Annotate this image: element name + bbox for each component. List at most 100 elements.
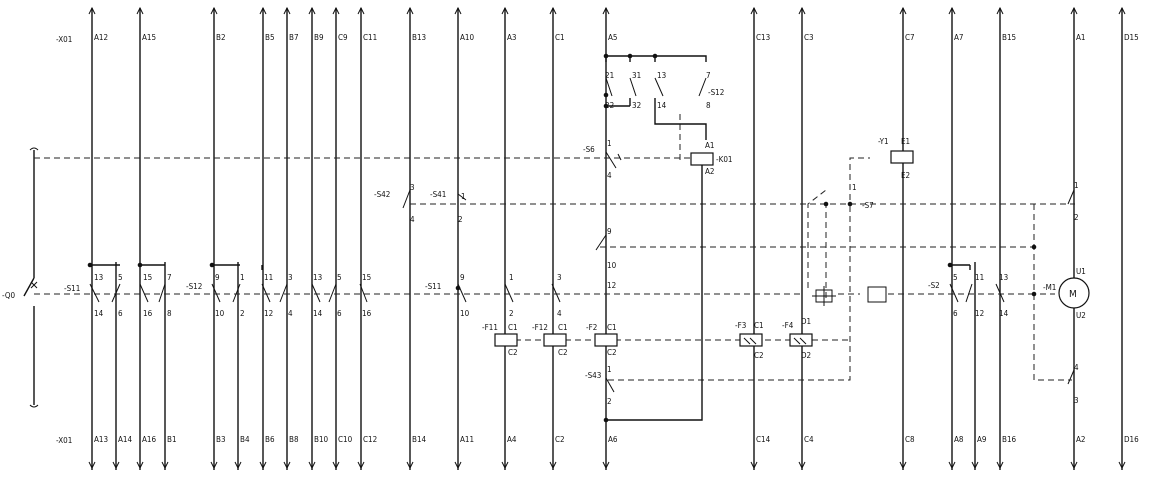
sblk-c1: 11 xyxy=(264,273,273,282)
s2-c1: 5 xyxy=(953,273,958,282)
top-terminal-arrow xyxy=(283,6,291,15)
f12-coil xyxy=(543,333,567,347)
s12b-c6: 14 xyxy=(657,101,667,110)
s12-c2: 10 xyxy=(215,309,225,318)
column-bottom-label: C10 xyxy=(338,435,353,444)
bottom-terminal-arrow xyxy=(798,461,806,470)
column-bottom-label: B1 xyxy=(167,435,177,444)
s11-c7: 7 xyxy=(167,273,172,282)
s11b-c6: 4 xyxy=(557,309,562,318)
f4-coil xyxy=(789,333,813,347)
motor-u2: U2 xyxy=(1076,311,1086,320)
top-terminal-arrow xyxy=(549,6,557,15)
top-terminal-arrow xyxy=(948,6,956,15)
s11-c3: 5 xyxy=(118,273,123,282)
column-bottom-label: B3 xyxy=(216,435,226,444)
s12b-c4: 32 xyxy=(632,101,641,110)
column-top-label: C9 xyxy=(338,33,348,42)
bottom-terminal-arrow xyxy=(971,461,979,470)
y1-e2: E2 xyxy=(901,171,910,180)
bottom-terminal-arrow xyxy=(750,461,758,470)
s43-c1: 1 xyxy=(607,365,612,374)
top-terminal-arrow xyxy=(357,6,365,15)
column-top-label: B5 xyxy=(265,33,275,42)
column-bottom-label: C4 xyxy=(804,435,814,444)
column-bottom-label: B6 xyxy=(265,435,275,444)
s12b-c5: 13 xyxy=(657,71,666,80)
s43-label: -S43 xyxy=(585,371,601,380)
s5-c2: 10 xyxy=(607,261,617,270)
column-bottom-label: B8 xyxy=(289,435,299,444)
bottom-terminal-arrow xyxy=(161,461,169,470)
s6-c1: 1 xyxy=(607,139,612,148)
s5-c3: 12 xyxy=(607,281,616,290)
s11b-c1: 9 xyxy=(460,273,465,282)
s41-c2: 2 xyxy=(458,215,463,224)
column-bottom-label: C8 xyxy=(905,435,915,444)
column-bottom-label: A4 xyxy=(507,435,517,444)
s11-label-left: -S11 xyxy=(64,284,80,293)
column-top-label: C1 xyxy=(555,33,565,42)
switch-s2: -S2 5 6 11 12 13 14 xyxy=(928,262,1009,318)
f2-c2: C2 xyxy=(607,348,617,357)
f11-coil xyxy=(494,333,518,347)
s12b-label: -S12 xyxy=(708,88,724,97)
column-top-label: C11 xyxy=(363,33,377,42)
top-terminal-arrow xyxy=(996,6,1004,15)
column-bottom-label: A9 xyxy=(977,435,987,444)
s12-c4: 2 xyxy=(240,309,245,318)
main-switch-q0: -Q0 xyxy=(2,147,39,408)
bottom-terminal-arrow xyxy=(501,461,509,470)
f3-label: -F3 xyxy=(735,321,746,330)
sblk-c3: 3 xyxy=(288,273,293,282)
f2-c1: C1 xyxy=(607,323,617,332)
bottom-terminal-arrow xyxy=(112,461,120,470)
s7-c1: 1 xyxy=(1074,181,1079,190)
k01-coil xyxy=(690,152,714,166)
bottom-terminal-arrow xyxy=(234,461,242,470)
f11-label: -F11 xyxy=(482,323,498,332)
f4-label: -F4 xyxy=(782,321,794,330)
s41-c1: 1 xyxy=(461,192,466,201)
column-bottom-label: B14 xyxy=(412,435,427,444)
bottom-terminal-arrow xyxy=(406,461,414,470)
control-column-a5: 21 22 31 32 13 14 7 8 -S12 A1 A2 -K01 -S… xyxy=(583,53,732,423)
valve-y1: -Y1 E1 E2 1 -S7 xyxy=(852,137,914,210)
s2-c6: 14 xyxy=(999,309,1009,318)
s2-c3: 11 xyxy=(975,273,984,282)
column-top-label: B15 xyxy=(1002,33,1016,42)
s11-c8: 8 xyxy=(167,309,172,318)
top-terminal-arrow xyxy=(1070,6,1078,15)
bottom-terminal-arrow xyxy=(948,461,956,470)
f11-c2: C2 xyxy=(508,348,518,357)
aux-label-2: -S7 xyxy=(862,201,874,210)
column-bottom-label: A2 xyxy=(1076,435,1086,444)
s6-c2: 4 xyxy=(607,171,612,180)
s7-c2: 2 xyxy=(1074,213,1079,222)
top-terminal-arrow xyxy=(210,6,218,15)
column-bottom-label: C12 xyxy=(363,435,377,444)
column-top-label: C3 xyxy=(804,33,814,42)
y1-e1: E1 xyxy=(901,137,910,146)
top-terminal-arrow xyxy=(798,6,806,15)
s7-c3: 4 xyxy=(1074,363,1079,372)
s11-c5: 15 xyxy=(143,273,152,282)
s12-label-left: -S12 xyxy=(186,282,202,291)
sblk-c10: 16 xyxy=(362,309,372,318)
sblk-c9: 15 xyxy=(362,273,371,282)
bottom-terminal-arrow xyxy=(1070,461,1078,470)
s11-c1: 13 xyxy=(94,273,103,282)
s42-c1: 3 xyxy=(410,183,415,192)
sblk-c6: 14 xyxy=(313,309,323,318)
s11b-c4: 2 xyxy=(509,309,514,318)
f3-c1: C1 xyxy=(754,321,764,330)
s5-c1: 9 xyxy=(607,227,612,236)
top-terminal-arrow xyxy=(750,6,758,15)
k01-label: -K01 xyxy=(716,155,732,164)
sblk-c8: 6 xyxy=(337,309,342,318)
f4-d2: D2 xyxy=(801,351,811,360)
column-top-label: A15 xyxy=(142,33,156,42)
bottom-terminal-arrow xyxy=(210,461,218,470)
column-top-label: C13 xyxy=(756,33,770,42)
